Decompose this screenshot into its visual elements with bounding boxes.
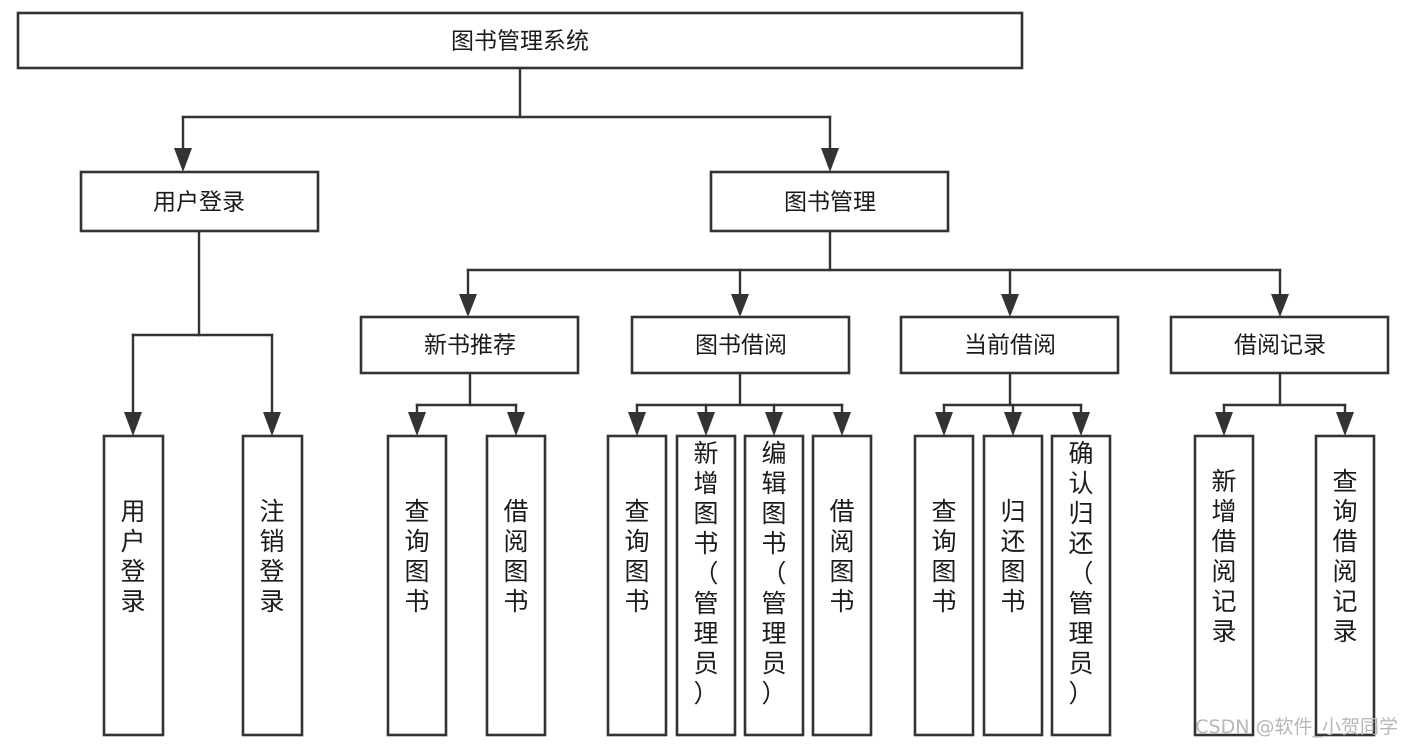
leaf-book-borrow-1-box[interactable]: [606, 434, 668, 737]
arrow-book-manage-to-new-book: [459, 294, 477, 317]
node-book-manage-box[interactable]: [709, 170, 950, 233]
arrow-new-book-to-leaf2: [507, 412, 525, 436]
node-borrow-record-box[interactable]: [1169, 315, 1390, 375]
arrow-book-manage-to-record: [1271, 294, 1289, 317]
node-book-borrow-box[interactable]: [630, 315, 851, 375]
leaf-current-borrow-3-label: 确认归还（管理员）: [1068, 439, 1093, 708]
node-book-manage[interactable]: 图书管理: [709, 170, 950, 233]
leaf-borrow-record-1-box[interactable]: [1193, 434, 1255, 737]
leaf-current-borrow-1-box[interactable]: [913, 434, 975, 737]
arrow-current-to-leaf2: [1004, 412, 1022, 436]
leaf-book-borrow-4-label: 借阅图书: [829, 497, 854, 616]
node-new-book-recommend-label: 新书推荐: [424, 333, 516, 359]
node-root[interactable]: 图书管理系统: [16, 11, 1024, 70]
leaf-user-login-2-box[interactable]: [241, 434, 304, 737]
leaf-book-borrow-1[interactable]: 查询图书: [606, 434, 668, 737]
arrow-root-to-user-login: [174, 148, 192, 172]
leaf-book-borrow-2-label: 新增图书（管理员）: [693, 439, 718, 708]
arrow-current-to-leaf1: [935, 412, 953, 436]
leaf-new-book-2-label: 借阅图书: [503, 497, 528, 616]
leaf-new-book-1[interactable]: 查询图书: [386, 434, 448, 737]
arrow-current-to-leaf3: [1072, 412, 1090, 436]
arrow-root-to-book-manage: [821, 148, 839, 172]
leaf-user-login-1-box[interactable]: [102, 434, 165, 737]
leaf-current-borrow-2[interactable]: 归还图书: [982, 434, 1044, 737]
node-current-borrow[interactable]: 当前借阅: [899, 315, 1120, 375]
leaf-book-borrow-3-label: 编辑图书（管理员）: [761, 439, 786, 708]
leaf-user-login-2[interactable]: 注销登录: [241, 434, 304, 737]
arrow-borrow-to-leaf3: [765, 412, 783, 436]
leaf-current-borrow-2-label: 归还图书: [1000, 497, 1025, 616]
node-new-book-recommend-box[interactable]: [359, 315, 580, 375]
arrow-record-to-leaf1: [1215, 412, 1233, 436]
arrow-borrow-to-leaf2: [697, 412, 715, 436]
node-borrow-record[interactable]: 借阅记录: [1169, 315, 1390, 375]
leaf-current-borrow-3[interactable]: 确认归还（管理员）: [1050, 434, 1112, 737]
leaf-user-login-1[interactable]: 用户登录: [102, 434, 165, 737]
leaf-current-borrow-1[interactable]: 查询图书: [913, 434, 975, 737]
leaf-current-borrow-2-box[interactable]: [982, 434, 1044, 737]
arrow-record-to-leaf2: [1336, 412, 1354, 436]
leaf-user-login-1-label: 用户登录: [120, 497, 145, 616]
leaf-borrow-record-2-box[interactable]: [1314, 434, 1376, 737]
leaf-current-borrow-3-box[interactable]: [1050, 434, 1112, 737]
arrow-borrow-to-leaf1: [628, 412, 646, 436]
leaf-book-borrow-3[interactable]: 编辑图书（管理员）: [743, 434, 805, 737]
leaf-current-borrow-1-label: 查询图书: [931, 497, 956, 616]
leaf-new-book-2[interactable]: 借阅图书: [485, 434, 547, 737]
node-user-login[interactable]: 用户登录: [79, 170, 320, 233]
node-book-borrow-label: 图书借阅: [695, 333, 787, 359]
leaf-book-borrow-2-box[interactable]: [675, 434, 737, 737]
node-current-borrow-box[interactable]: [899, 315, 1120, 375]
arrow-book-manage-to-current: [1001, 294, 1019, 317]
arrow-new-book-to-leaf1: [408, 412, 426, 436]
node-user-login-label: 用户登录: [153, 190, 245, 216]
leaf-book-borrow-3-box[interactable]: [743, 434, 805, 737]
node-current-borrow-label: 当前借阅: [964, 333, 1056, 359]
leaf-new-book-2-box[interactable]: [485, 434, 547, 737]
arrow-book-manage-to-borrow: [731, 294, 749, 317]
arrow-borrow-to-leaf4: [833, 412, 851, 436]
leaf-book-borrow-4-box[interactable]: [811, 434, 873, 737]
arrow-user-login-to-leaf2: [263, 412, 281, 436]
leaf-user-login-2-label: 注销登录: [259, 497, 284, 616]
leaf-book-borrow-2[interactable]: 新增图书（管理员）: [675, 434, 737, 737]
node-new-book-recommend[interactable]: 新书推荐: [359, 315, 580, 375]
connector-layer: [124, 66, 1354, 436]
node-book-borrow[interactable]: 图书借阅: [630, 315, 851, 375]
leaf-new-book-1-box[interactable]: [386, 434, 448, 737]
node-root-label: 图书管理系统: [451, 29, 589, 55]
node-book-manage-label: 图书管理: [784, 190, 876, 216]
leaf-borrow-record-2[interactable]: 查询借阅记录: [1314, 434, 1376, 737]
arrow-user-login-to-leaf1: [124, 412, 142, 436]
node-user-login-box[interactable]: [79, 170, 320, 233]
csdn-watermark: CSDN @软件_小贺同学: [1195, 716, 1398, 738]
leaf-new-book-1-label: 查询图书: [404, 497, 429, 616]
node-borrow-record-label: 借阅记录: [1234, 333, 1326, 359]
leaf-book-borrow-1-label: 查询图书: [624, 497, 649, 616]
leaf-borrow-record-2-label: 查询借阅记录: [1332, 467, 1357, 646]
leaf-borrow-record-1-label: 新增借阅记录: [1211, 467, 1236, 646]
node-root-box[interactable]: [16, 11, 1024, 70]
leaf-book-borrow-4[interactable]: 借阅图书: [811, 434, 873, 737]
leaf-borrow-record-1[interactable]: 新增借阅记录: [1193, 434, 1255, 737]
